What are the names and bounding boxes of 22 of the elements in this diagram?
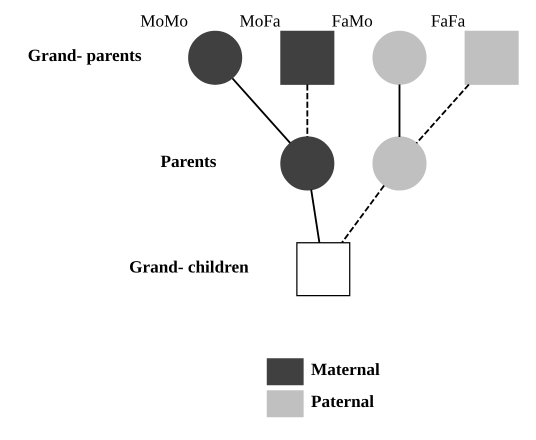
node-box [464, 30, 519, 85]
connector [232, 78, 291, 144]
node-label: FaMo [332, 12, 373, 31]
connector [416, 84, 470, 144]
label: Grand- parents [28, 46, 142, 66]
node-circle [372, 30, 427, 85]
node-circle [372, 136, 427, 190]
connector [310, 190, 320, 243]
legend-label: Paternal [311, 392, 374, 412]
node-circle [280, 136, 334, 190]
legend-label: Maternal [311, 360, 380, 380]
node-box [280, 30, 334, 85]
node-label: MoFa [239, 12, 281, 31]
connector [341, 185, 385, 244]
label: Grand- children [129, 257, 249, 276]
node-label: FaFa [430, 12, 466, 31]
connector [306, 84, 308, 137]
label: Parents [160, 152, 216, 171]
node-circle [188, 30, 242, 85]
node-box [296, 242, 350, 296]
connector [398, 84, 400, 137]
node-label: MoMo [140, 12, 188, 31]
